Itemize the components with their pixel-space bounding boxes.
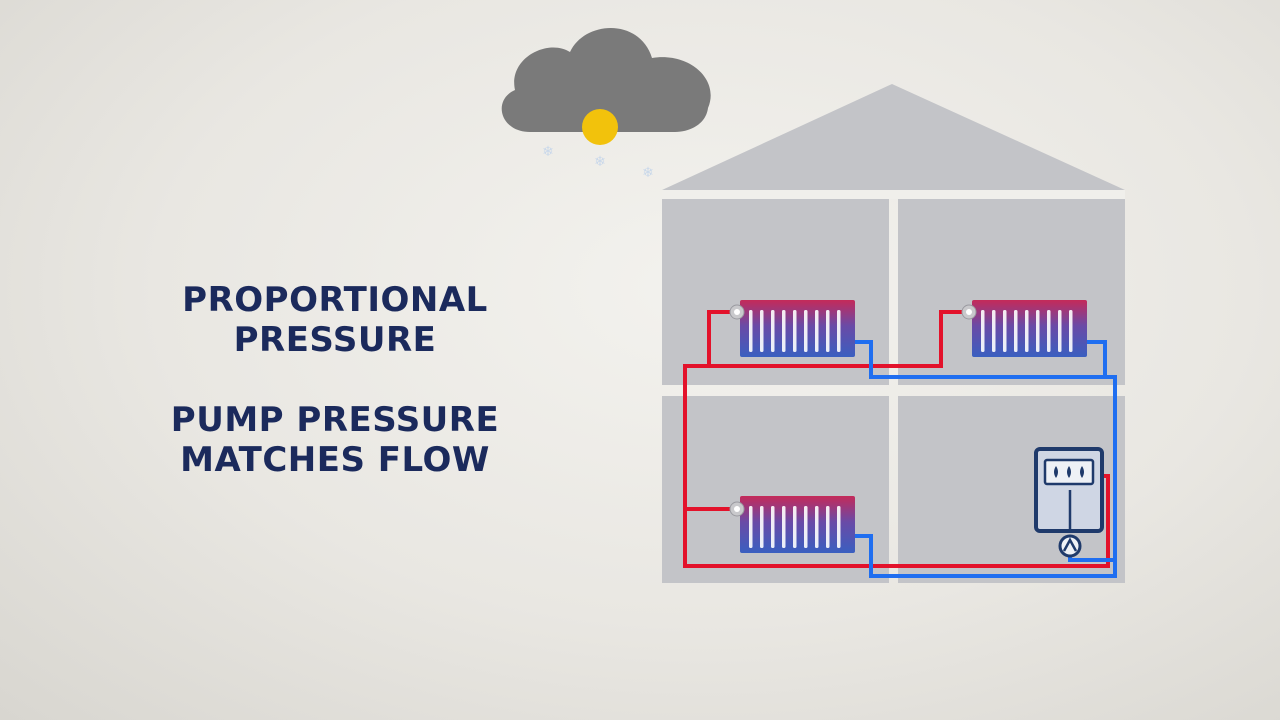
room-bottom-left	[662, 396, 889, 583]
boiler-icon	[1034, 447, 1104, 533]
sun-icon	[582, 109, 618, 145]
caption-heading-line-1: PROPORTIONAL	[182, 280, 488, 320]
caption-subheading-line-1: PUMP PRESSURE	[170, 400, 500, 440]
caption-heading-line-2: PRESSURE	[233, 320, 437, 360]
caption-subheading: PUMP PRESSURE MATCHES FLOW	[150, 400, 520, 480]
pump-icon	[1058, 534, 1082, 558]
hot-supply-pipes	[683, 310, 1110, 568]
room-top-right	[898, 199, 1125, 385]
snowflake-icon: ❄ ❄ ❄	[542, 144, 654, 181]
svg-text:❄: ❄	[542, 144, 554, 160]
weather-group: ❄ ❄ ❄	[501, 27, 711, 181]
room-top-left	[662, 199, 889, 385]
caption-heading: PROPORTIONAL PRESSURE	[150, 280, 520, 360]
cloud-icon	[501, 27, 711, 132]
svg-text:❄: ❄	[594, 154, 606, 170]
radiator-icon	[729, 300, 855, 357]
house-roof	[662, 84, 1125, 190]
house-walls-divider	[662, 190, 1125, 199]
radiator-icon	[729, 496, 855, 553]
radiator-icon	[961, 300, 1087, 357]
caption-subheading-line-2: MATCHES FLOW	[180, 440, 490, 480]
svg-text:❄: ❄	[642, 165, 654, 181]
